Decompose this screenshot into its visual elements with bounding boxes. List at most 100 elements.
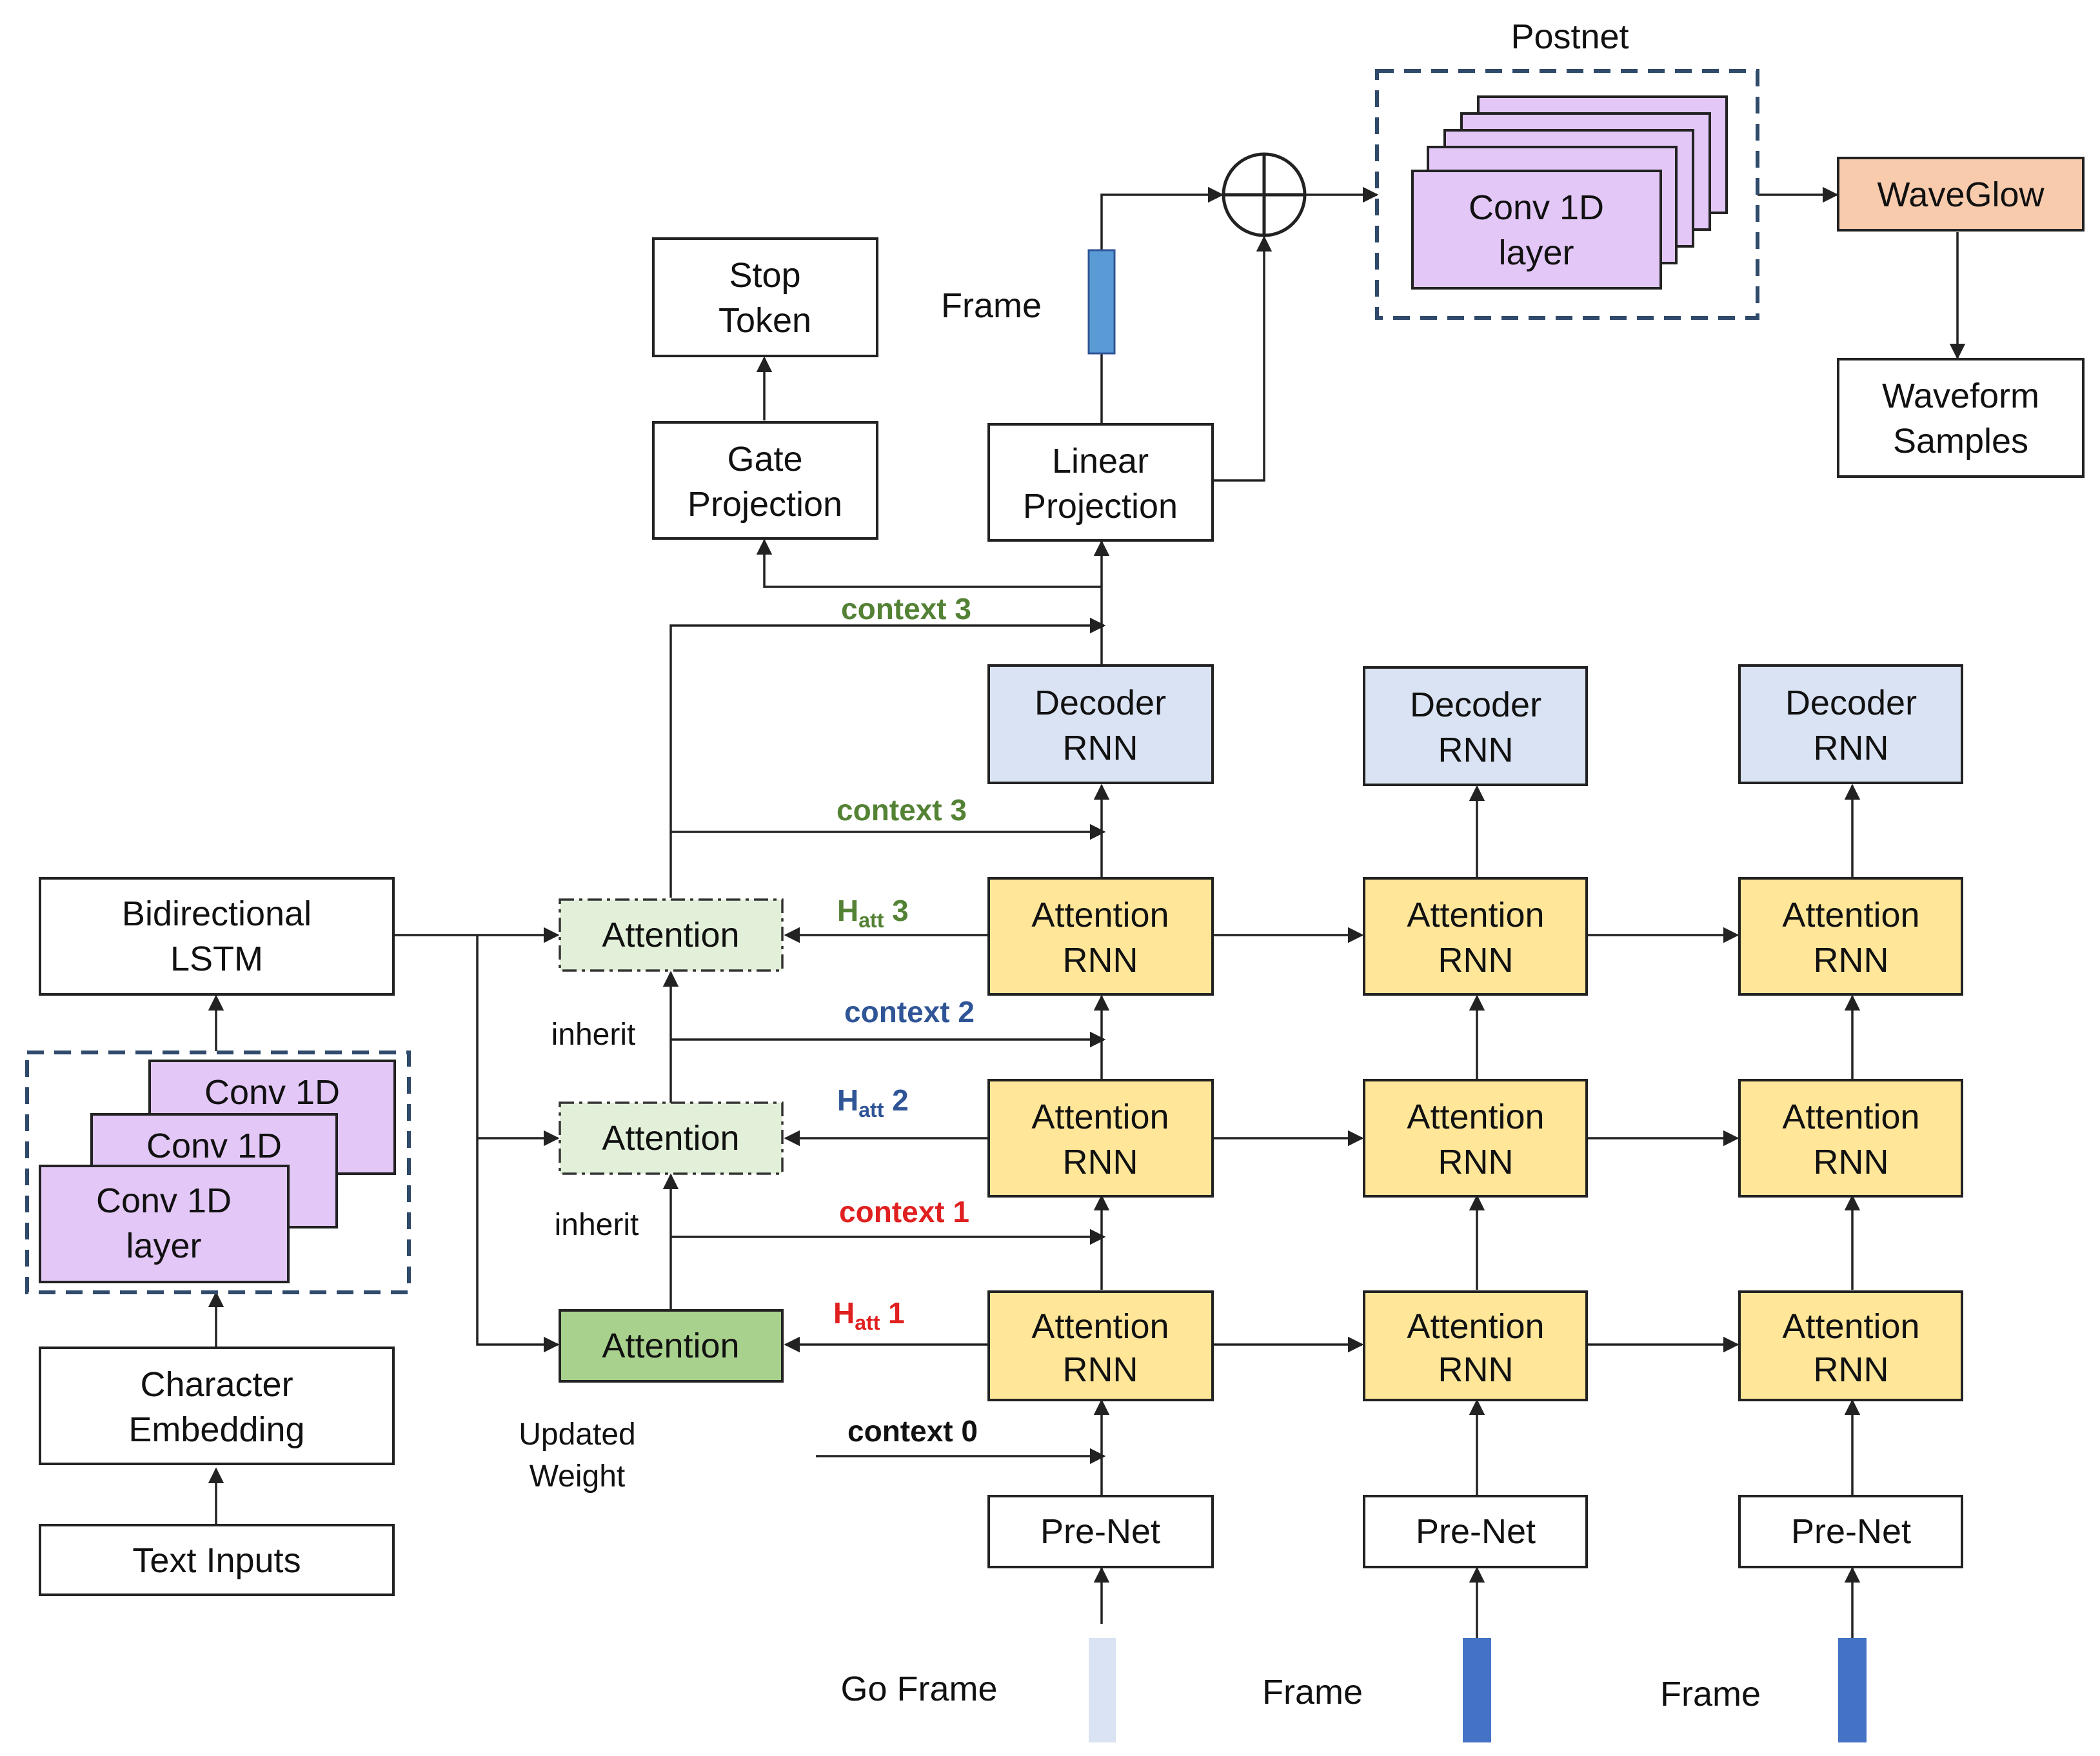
postnet-title: Postnet [1511, 17, 1629, 56]
frame-bar-top [1087, 249, 1116, 355]
attention-rnn-c1-r2-line1: Attention [1031, 1098, 1169, 1136]
attention-box-3: Attention [559, 898, 784, 972]
decoder-column-2: Decoder RNN Attention RNN Attention RNN … [1363, 666, 1588, 1742]
context-0-label: context 0 [847, 1414, 978, 1448]
decoder-rnn-1-line2: RNN [1063, 729, 1138, 767]
attention-box-2: Attention [559, 1101, 784, 1175]
stop-token-box: Stop Token [652, 237, 878, 357]
h-att-3-label: Hatt 3 [837, 894, 909, 932]
encoder-conv-dashed-border [25, 1051, 411, 1294]
attention-rnn-c1-r1 [987, 1290, 1214, 1401]
decoder-rnn-1-line1: Decoder [1035, 684, 1166, 722]
conv-layer-back-label: Conv 1D [204, 1073, 340, 1112]
postnet-conv-line1: Conv 1D [1469, 188, 1604, 227]
arrow-decoder-to-gate [756, 538, 1102, 588]
attention-rnn-c2-r1 [1363, 1290, 1588, 1401]
attention-rnn-c3-r2 [1738, 1079, 1963, 1198]
attention-rnn-c2-r3 [1363, 877, 1588, 996]
attention-rnn-c2-r2 [1363, 1079, 1588, 1198]
h-att-1-label: Hatt 1 [833, 1296, 905, 1334]
character-embedding-box: Character Embedding [39, 1347, 395, 1465]
encoder-conv-stack: Conv 1D Conv 1D Conv 1D layer [25, 1051, 411, 1294]
arrow-linear-to-sum-residual [1213, 235, 1273, 482]
sum-circle-icon [1222, 152, 1307, 237]
attention-rnn-c3-r1-line1: Attention [1782, 1307, 1919, 1346]
frame-label-3: Frame [1660, 1675, 1761, 1713]
go-frame-bar [1089, 1638, 1116, 1742]
postnet-conv-line2: layer [1498, 233, 1574, 272]
linear-projection-box: Linear Projection [987, 423, 1214, 542]
attention-rnn-c2-r3-line2: RNN [1438, 941, 1514, 980]
attention-rnn-c3-r1 [1738, 1290, 1963, 1401]
attention-rnn-c1-r1-line2: RNN [1063, 1350, 1138, 1389]
conv-layer-middle-label: Conv 1D [146, 1127, 282, 1165]
character-embedding-line2: Embedding [128, 1410, 304, 1449]
stop-token-line1: Stop [729, 256, 800, 295]
inherit-label-lower: inherit [555, 1208, 639, 1242]
arrow-linear-to-sum [1100, 186, 1224, 423]
stop-token-line2: Token [718, 301, 811, 340]
waveform-samples-box: Waveform Samples [1837, 358, 2085, 478]
attention-rnn-c1-r2-line2: RNN [1063, 1143, 1138, 1181]
attention-rnn-c3-r3 [1738, 877, 1963, 996]
postnet-dashed-border [1375, 69, 1759, 320]
attention-rnn-c1-r2 [987, 1079, 1214, 1198]
attention-box-1: Attention [559, 1309, 784, 1383]
gate-projection-line2: Projection [688, 485, 842, 524]
context-2-label: context 2 [844, 995, 975, 1029]
waveform-samples-line2: Samples [1893, 422, 2028, 460]
decoder-rnn-3 [1738, 664, 1963, 784]
h-att-2-label: Hatt 2 [837, 1083, 909, 1121]
attention-rnn-c2-r3-line1: Attention [1407, 896, 1544, 934]
context-1-label: context 1 [839, 1195, 969, 1228]
context-3-mid-label: context 3 [837, 793, 967, 827]
prenet-3 [1738, 1495, 1963, 1568]
attention-rnn-c3-r2-line2: RNN [1814, 1143, 1889, 1181]
bidirectional-lstm-line1: Bidirectional [122, 894, 312, 933]
connector-lines [208, 186, 1966, 1638]
frame-bar-3 [1838, 1638, 1867, 1742]
updated-weight-line2: Weight [530, 1459, 626, 1494]
postnet-conv-1 [1411, 170, 1662, 290]
attention-rnn-c1-r1-line1: Attention [1031, 1307, 1169, 1346]
attention-rnn-c1-r3-line2: RNN [1063, 941, 1138, 980]
go-frame-label: Go Frame [840, 1670, 997, 1708]
decoder-rnn-2-line1: Decoder [1410, 686, 1541, 724]
arrow-context-3-top [669, 617, 1106, 898]
attention-rnn-c3-r2-line1: Attention [1782, 1098, 1919, 1136]
text-inputs-box: Text Inputs [39, 1524, 395, 1596]
context-3-top-label: context 3 [841, 592, 971, 626]
attention-rnn-c1-r3-line1: Attention [1031, 896, 1169, 934]
attention-rnn-c2-r1-line2: RNN [1438, 1350, 1514, 1389]
conv-layer-front-line1: Conv 1D [96, 1181, 232, 1220]
attention-3-label: Attention [602, 916, 739, 954]
attention-rnn-c3-r3-line2: RNN [1814, 941, 1889, 980]
decoder-rnn-3-line1: Decoder [1785, 684, 1917, 722]
attention-2-label: Attention [602, 1119, 739, 1158]
conv-layer-front [39, 1165, 290, 1283]
attention-rnn-c2-r1-line1: Attention [1407, 1307, 1544, 1346]
attention-rnn-c2-r2-line2: RNN [1438, 1143, 1514, 1181]
decoder-rnn-2 [1363, 666, 1588, 786]
bidirectional-lstm-line2: LSTM [170, 940, 263, 978]
decoder-rnn-2-line2: RNN [1438, 731, 1514, 769]
prenet-2-label: Pre-Net [1416, 1512, 1536, 1551]
decoder-column-1: Decoder RNN Attention RNN Attention RNN … [987, 664, 1214, 1742]
decoder-rnn-1 [987, 664, 1214, 784]
prenet-2 [1363, 1495, 1588, 1568]
frame-label-top: Frame [941, 286, 1042, 325]
gate-projection-box: Gate Projection [652, 421, 878, 540]
frame-label-2: Frame [1262, 1673, 1363, 1712]
arrow-lstm-to-attention-1 [476, 935, 560, 1353]
decoder-rnn-3-line2: RNN [1814, 729, 1889, 767]
text-inputs-label: Text Inputs [132, 1541, 301, 1580]
attention-rnn-c3-r3-line1: Attention [1782, 896, 1919, 934]
waveglow-box: WaveGlow [1837, 157, 2085, 232]
attention-rnn-c2-r2-line1: Attention [1407, 1098, 1544, 1136]
character-embedding-line1: Character [140, 1365, 293, 1404]
attention-rnn-c3-r1-line2: RNN [1814, 1350, 1889, 1389]
attention-rnn-c1-r3 [987, 877, 1214, 996]
prenet-1-label: Pre-Net [1040, 1512, 1160, 1551]
waveform-samples-line1: Waveform [1882, 377, 2039, 415]
